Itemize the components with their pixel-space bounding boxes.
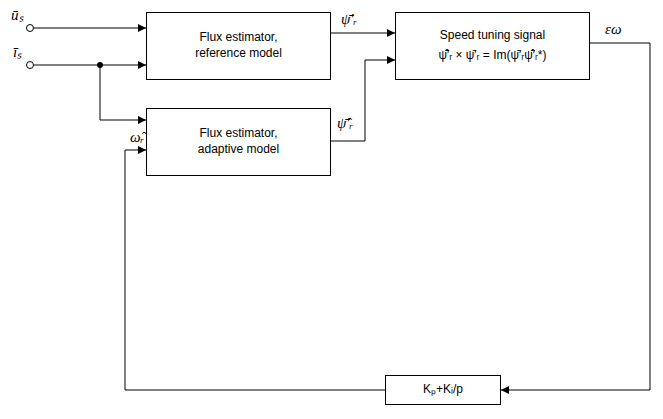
- box-label: Flux estimator, reference model: [181, 30, 296, 61]
- signal-arrow: [331, 60, 395, 141]
- input-signal-name: īₛ: [12, 43, 23, 61]
- signal-name: ω̂ᵣ: [129, 128, 145, 146]
- signal-name: ψ̄′ᵣ: [340, 10, 358, 28]
- node-content: Flux estimator, reference model: [181, 30, 296, 61]
- input-terminal: [27, 62, 34, 69]
- controller-box: Kₚ+Kᵢ/p: [385, 375, 501, 405]
- node-content: Kₚ+Kᵢ/p: [423, 382, 463, 398]
- box-formula: ψ̄̂′ᵣ × ψ̄′ᵣ = Im(ψ̄′ᵣψ̄̂′ᵣ*): [438, 48, 546, 64]
- input-wire: [34, 28, 146, 29]
- input-branch-wire: [100, 65, 146, 120]
- signal-arrow: [125, 150, 385, 390]
- process-box: Flux estimator, reference model: [146, 12, 331, 80]
- input-terminal: [27, 25, 34, 32]
- input-wire: [34, 65, 146, 66]
- box-label: Kₚ+Kᵢ/p: [423, 382, 463, 398]
- node-content: Flux estimator, adaptive model: [181, 126, 296, 157]
- process-box: Speed tuning signal ψ̄̂′ᵣ × ψ̄′ᵣ = Im(ψ̄′…: [395, 12, 590, 80]
- box-label: Flux estimator, adaptive model: [181, 126, 296, 157]
- signal-name: εω: [604, 20, 623, 38]
- signal-name: ψ̄̂′ᵣ: [336, 114, 354, 132]
- signal-arrow: [331, 33, 395, 34]
- box-label: Speed tuning signal: [438, 28, 546, 44]
- input-signal-name: ūₛ: [10, 6, 25, 24]
- process-box: Flux estimator, adaptive model: [146, 108, 331, 176]
- signal-arrow: [501, 43, 650, 390]
- node-content: Speed tuning signal ψ̄̂′ᵣ × ψ̄′ᵣ = Im(ψ̄′…: [438, 28, 546, 63]
